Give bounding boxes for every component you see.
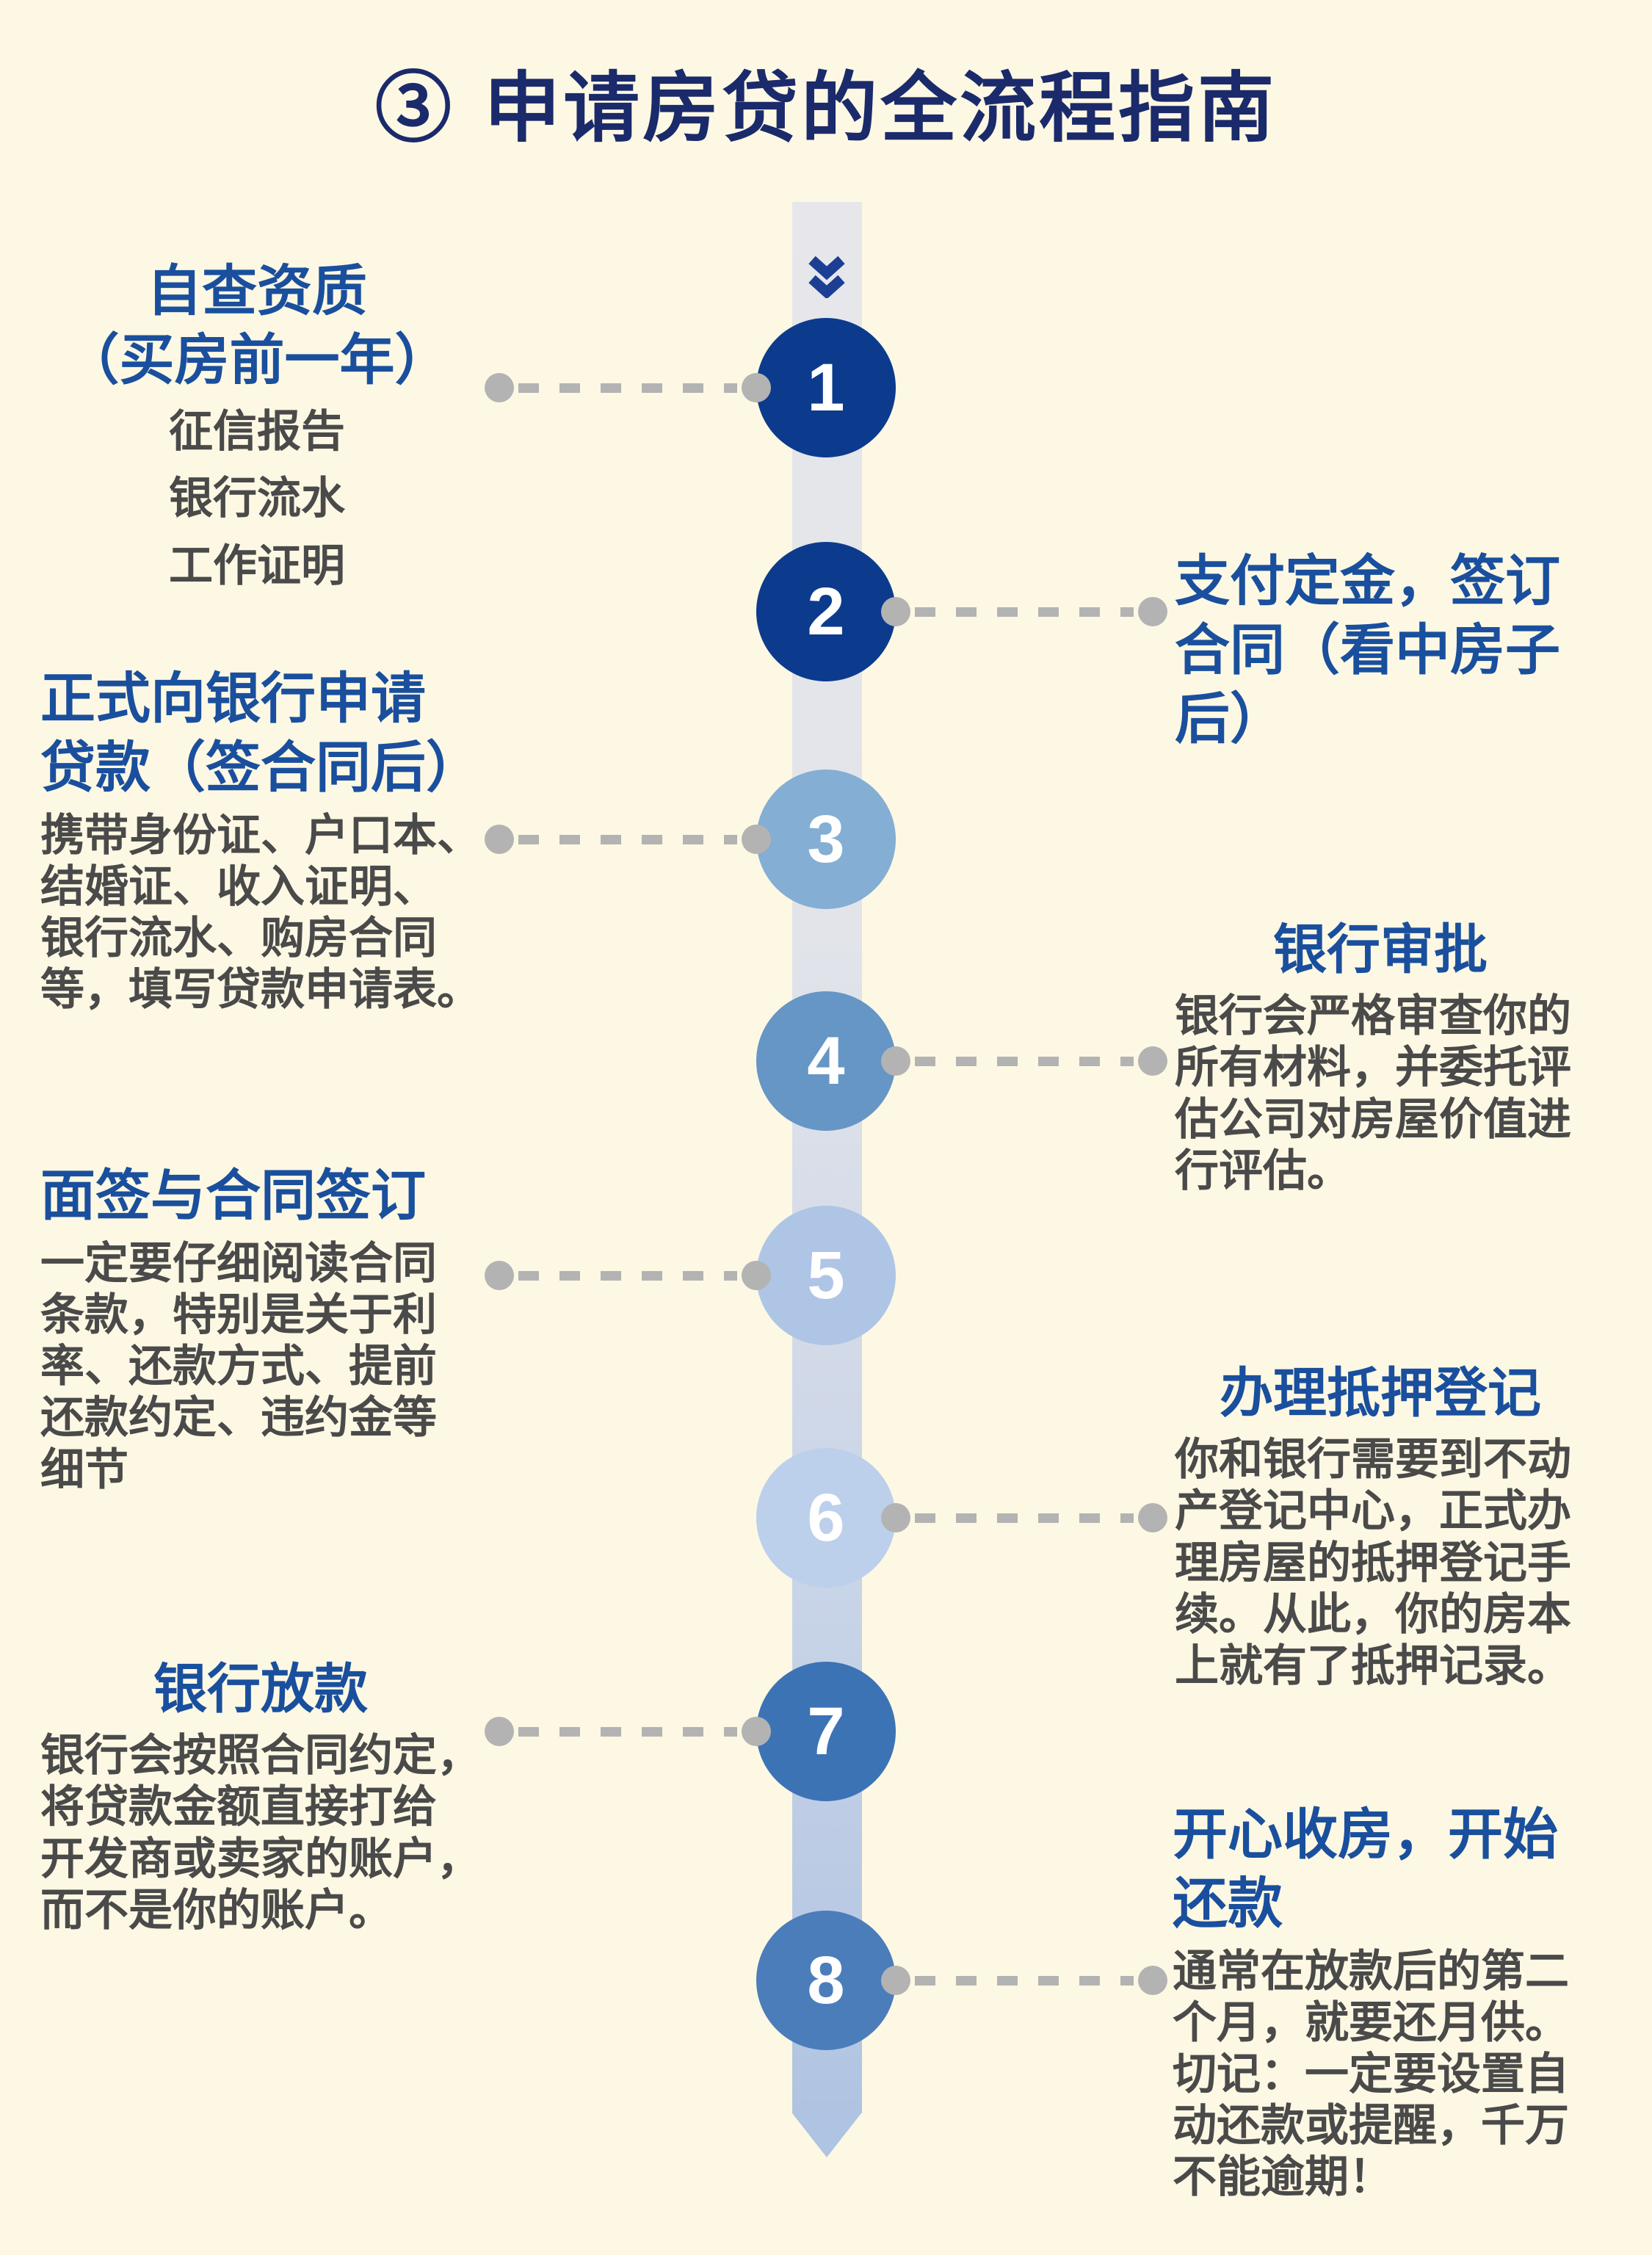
step-connector-8 — [881, 1966, 1167, 1995]
connector-dashes — [915, 1056, 1134, 1066]
step-connector-7 — [485, 1717, 771, 1746]
double-chevron-down-icon — [808, 256, 845, 298]
page-title: ③ 申请房贷的全流程指南 — [374, 62, 1278, 153]
connector-dot — [1138, 1966, 1167, 1995]
step-circle-5: 5 — [756, 1206, 896, 1345]
step-body-6: 你和银行需要到不动 产登记中心，正式办 理房屋的抵押登记手 续。从此，你的房本 … — [1175, 1435, 1571, 1690]
connector-dot — [742, 1261, 771, 1290]
step-title-1: 自查资质 （买房前一年） — [64, 260, 450, 391]
step-text-4: 银行审批 银行会严格审查你的 所有材料，并委托评 估公司对房屋价值进 行评估。 — [1175, 916, 1586, 1197]
step-connector-3 — [485, 825, 771, 854]
step-text-2: 支付定金，签订 合同（看中房子 后） — [1175, 547, 1601, 761]
step-connector-5 — [485, 1261, 771, 1290]
step-title-4: 银行审批 — [1273, 920, 1488, 980]
step-text-5: 面签与合同签订 一定要仔细阅读合同 条款，特别是关于利 率、还款方式、提前 还款… — [40, 1162, 510, 1496]
timeline-band — [792, 202, 862, 2113]
step-number-6: 6 — [807, 1480, 845, 1555]
connector-dashes — [518, 834, 737, 844]
connector-dot — [742, 825, 771, 854]
connector-dot — [742, 373, 771, 402]
connector-dot — [881, 1503, 910, 1532]
connector-dashes — [915, 607, 1134, 617]
step-text-1: 自查资质 （买房前一年） 征信报告 银行流水 工作证明 — [40, 257, 474, 600]
connector-dashes — [518, 1270, 737, 1281]
step-circle-4: 4 — [756, 991, 896, 1131]
step-connector-2 — [881, 597, 1167, 626]
connector-dot — [1138, 597, 1167, 626]
step-circle-6: 6 — [756, 1448, 896, 1588]
step-number-5: 5 — [807, 1238, 845, 1313]
step-title-3: 正式向银行申请 贷款（签合同后） — [40, 667, 482, 798]
step-number-4: 4 — [807, 1024, 845, 1098]
connector-dot — [485, 1717, 514, 1746]
connector-dot — [485, 825, 514, 854]
step-circle-7: 7 — [756, 1662, 896, 1801]
step-number-1: 1 — [807, 350, 845, 425]
connector-dashes — [518, 383, 737, 393]
step-text-8: 开心收房，开始 还款 通常在放款后的第二 个月，就要还月供。 切记：一定要设置自… — [1173, 1800, 1598, 2203]
step-circle-3: 3 — [756, 770, 896, 909]
connector-dashes — [915, 1513, 1134, 1523]
connector-dot — [881, 1046, 910, 1076]
step-body-5: 一定要仔细阅读合同 条款，特别是关于利 率、还款方式、提前 还款约定、违约金等 … — [40, 1238, 437, 1494]
step-title-5: 面签与合同签订 — [40, 1165, 427, 1226]
step-title-2: 支付定金，签订 合同（看中房子 后） — [1175, 550, 1561, 750]
connector-dot — [485, 1261, 514, 1290]
timeline-arrow-tip-icon — [792, 2113, 861, 2157]
step-text-7: 银行放款 银行会按照合同约定， 将贷款金额直接打给 开发商或卖家的账户， 而不是… — [40, 1656, 481, 1936]
step-title-8: 开心收房，开始 还款 — [1173, 1803, 1559, 1934]
step-title-7: 银行放款 — [153, 1659, 368, 1719]
step-number-8: 8 — [807, 1943, 845, 2018]
step-body-1: 征信报告 银行流水 工作证明 — [169, 406, 345, 591]
connector-dashes — [518, 1726, 737, 1737]
step-circle-2: 2 — [756, 542, 896, 681]
step-connector-6 — [881, 1503, 1167, 1532]
connector-dot — [881, 597, 910, 626]
connector-dot — [881, 1966, 910, 1995]
step-body-8: 通常在放款后的第二 个月，就要还月供。 切记：一定要设置自 动还款或提醒，千万 … — [1173, 1946, 1569, 2202]
step-title-6: 办理抵押登记 — [1220, 1364, 1541, 1423]
step-circle-8: 8 — [756, 1911, 896, 2050]
connector-dot — [1138, 1503, 1167, 1532]
connector-dot — [485, 373, 514, 402]
step-text-3: 正式向银行申请 贷款（签合同后） 携带身份证、户口本、 结婚证、收入证明、 银行… — [40, 665, 510, 1016]
step-text-6: 办理抵押登记 你和银行需要到不动 产登记中心，正式办 理房屋的抵押登记手 续。从… — [1175, 1360, 1586, 1692]
step-body-3: 携带身份证、户口本、 结婚证、收入证明、 银行流水、购房合同 等，填写贷款申请表… — [40, 810, 481, 1015]
step-connector-1 — [485, 373, 771, 402]
step-connector-4 — [881, 1046, 1167, 1076]
step-circle-1: 1 — [756, 318, 896, 457]
step-body-7: 银行会按照合同约定， 将贷款金额直接打给 开发商或卖家的账户， 而不是你的账户。 — [40, 1731, 481, 1935]
connector-dot — [1138, 1046, 1167, 1076]
connector-dashes — [915, 1975, 1134, 1986]
step-number-3: 3 — [807, 802, 845, 877]
connector-dot — [742, 1717, 771, 1746]
step-body-4: 银行会严格审查你的 所有材料，并委托评 估公司对房屋价值进 行评估。 — [1175, 991, 1571, 1195]
step-number-2: 2 — [807, 574, 845, 649]
step-number-7: 7 — [807, 1694, 845, 1769]
